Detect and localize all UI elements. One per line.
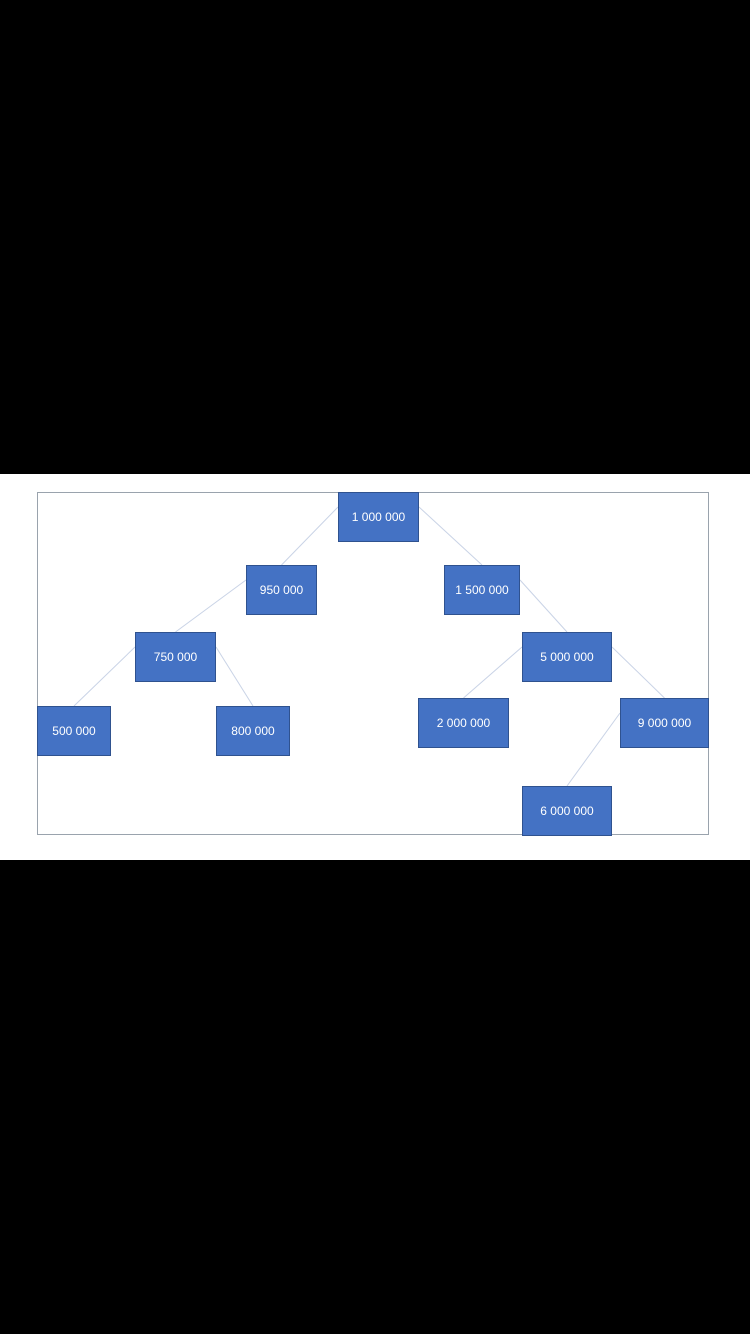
node-950000: 950 000: [246, 565, 317, 615]
node-6000000: 6 000 000: [522, 786, 612, 836]
node-5000000: 5 000 000: [522, 632, 612, 682]
node-2000000: 2 000 000: [418, 698, 509, 748]
node-1000000: 1 000 000: [338, 492, 419, 542]
letterbox-top: [0, 0, 750, 474]
node-500000: 500 000: [37, 706, 111, 756]
node-750000: 750 000: [135, 632, 216, 682]
node-9000000: 9 000 000: [620, 698, 709, 748]
letterbox-bottom: [0, 860, 750, 1334]
node-800000: 800 000: [216, 706, 290, 756]
node-1500000: 1 500 000: [444, 565, 520, 615]
